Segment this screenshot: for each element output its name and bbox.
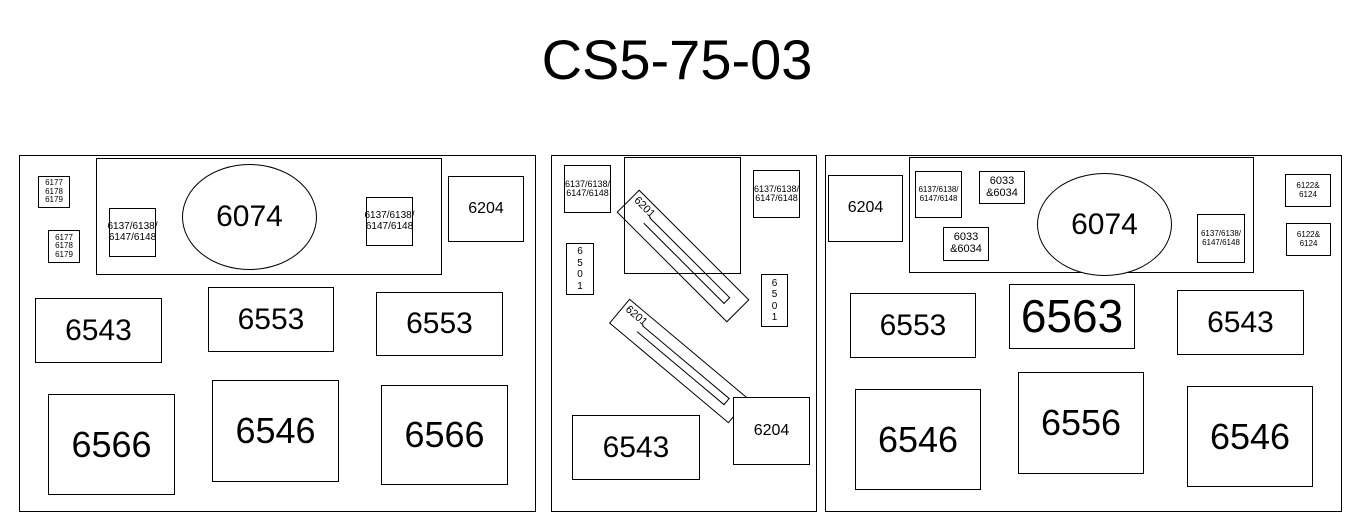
- box-6033-bottom[interactable]: 6033 &6034: [943, 227, 989, 261]
- box-6137-mid-right[interactable]: 6137/6138/ 6147/6148: [753, 170, 800, 218]
- box-6204-mid[interactable]: 6204: [733, 397, 810, 465]
- box-6137-mid-left[interactable]: 6137/6138/ 6147/6148: [564, 165, 611, 213]
- region-6201: [624, 157, 741, 274]
- panel-right: 6204 6137/6138/ 6147/6148 6033 &6034 603…: [825, 155, 1342, 512]
- box-6204[interactable]: 6204: [448, 176, 524, 242]
- box-6566-right[interactable]: 6566: [381, 385, 508, 485]
- panel-mid: 6137/6138/ 6147/6148 6137/6138/ 6147/614…: [551, 155, 817, 512]
- box-6501-left[interactable]: 6 5 0 1: [566, 243, 594, 295]
- panel-left: 6177 6178 6179 6177 6178 6179 6137/6138/…: [19, 155, 536, 512]
- box-6137-r-left[interactable]: 6137/6138/ 6147/6148: [915, 171, 962, 218]
- box-6137-right[interactable]: 6137/6138/ 6147/6148: [364, 197, 415, 246]
- ellipse-6074[interactable]: 6074: [182, 164, 317, 270]
- box-6556[interactable]: 6556: [1018, 372, 1144, 474]
- box-6137-r-right[interactable]: 6137/6138/ 6147/6148: [1197, 214, 1245, 263]
- box-6546-right-right[interactable]: 6546: [1187, 386, 1313, 487]
- box-6553-left[interactable]: 6553: [208, 287, 334, 352]
- box-6137-left[interactable]: 6137/6138/ 6147/6148: [107, 208, 158, 257]
- box-6566-left[interactable]: 6566: [48, 394, 175, 495]
- rotated-6201-bottom-bar: [636, 325, 730, 406]
- ellipse-6074-right[interactable]: 6074: [1037, 173, 1172, 276]
- page-title: CS5-75-03: [541, 28, 813, 91]
- box-6553-right[interactable]: 6553: [850, 293, 976, 358]
- box-6563[interactable]: 6563: [1009, 284, 1135, 349]
- box-6546[interactable]: 6546: [212, 380, 339, 482]
- box-6177-top[interactable]: 6177 6178 6179: [38, 176, 70, 208]
- box-6543-mid[interactable]: 6543: [572, 415, 700, 480]
- box-6553-right[interactable]: 6553: [376, 292, 503, 356]
- box-6122-bottom[interactable]: 6122& 6124: [1286, 223, 1331, 256]
- box-6177-bottom[interactable]: 6177 6178 6179: [48, 230, 80, 263]
- box-6543-right[interactable]: 6543: [1177, 290, 1304, 355]
- box-6204-right[interactable]: 6204: [828, 175, 903, 242]
- rotated-6201-bottom-label: 6201: [622, 303, 650, 329]
- box-6033-top[interactable]: 6033 &6034: [979, 171, 1025, 204]
- box-6501-right[interactable]: 6 5 0 1: [761, 274, 788, 327]
- region-6074: [96, 158, 442, 275]
- box-6122-top[interactable]: 6122& 6124: [1285, 174, 1331, 207]
- box-6543[interactable]: 6543: [35, 298, 162, 363]
- box-6546-right-left[interactable]: 6546: [855, 389, 981, 490]
